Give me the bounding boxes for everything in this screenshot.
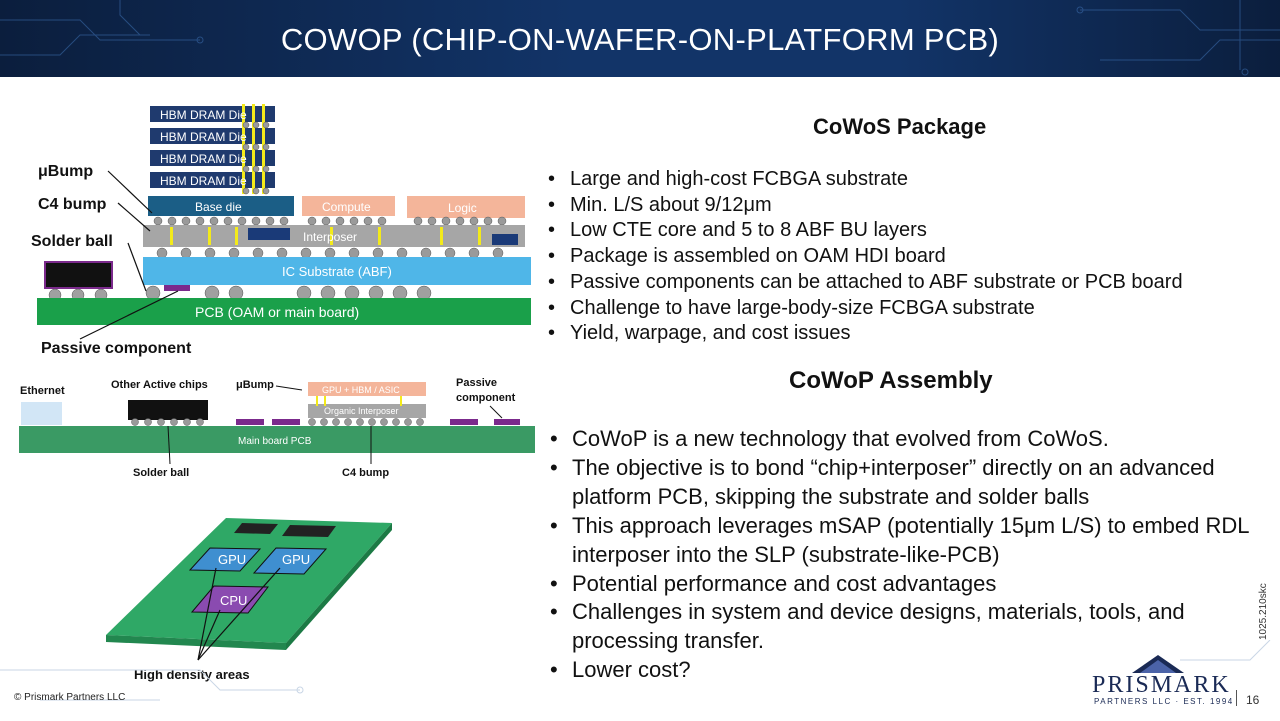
passive-callout: Passive component (41, 340, 192, 357)
passive2-label-2: component (456, 392, 516, 404)
ethernet-label: Ethernet (20, 385, 65, 397)
cowos-bullet: Yield, warpage, and cost issues (546, 321, 1246, 347)
other-active-label: Other Active chips (111, 379, 208, 391)
gpu-hbm-asic-die (308, 382, 426, 396)
compute-die (302, 196, 395, 216)
interposer-label: Interposer (303, 230, 357, 244)
prismark-logo-subtitle: PARTNERS LLC · EST. 1994 (1094, 697, 1234, 706)
hbm-label-1: HBM DRAM Die (160, 108, 247, 122)
c4-bump-row (156, 247, 504, 259)
solder-ball-callout: Solder ball (31, 233, 113, 250)
main-board-pcb (19, 426, 535, 453)
pcb-label: PCB (OAM or main board) (195, 304, 359, 320)
other-chip (44, 261, 113, 289)
organic-interposer (308, 404, 426, 418)
cowop-bullet-list: CoWoP is a new technology that evolved f… (548, 425, 1263, 685)
cowop-bullet: The objective is to bond “chip+interpose… (548, 454, 1263, 512)
cowop-bullet: Lower cost? (548, 656, 1263, 685)
hbm-label-2: HBM DRAM Die (160, 130, 247, 144)
base-die-label: Base die (195, 200, 242, 214)
gpu2-label: GPU (282, 552, 310, 567)
passive-on-substrate (164, 285, 190, 291)
high-density-label: High density areas (134, 667, 250, 682)
passive-components (236, 419, 520, 425)
cowop-bullet: CoWoP is a new technology that evolved f… (548, 425, 1263, 454)
ubump2-label: μBump (236, 379, 274, 391)
ethernet-block (21, 402, 62, 425)
interposer (143, 225, 525, 247)
logic-label: Logic (448, 201, 477, 215)
gpu-hbm-asic-label: GPU + HBM / ASIC (322, 385, 400, 395)
gpu-block-1 (188, 547, 262, 572)
ubump-row (153, 216, 507, 226)
page-title: COWOP (CHIP-ON-WAFER-ON-PLATFORM PCB) (280, 22, 1000, 57)
cowop-heading: CoWoP Assembly (789, 367, 993, 394)
logic-die (407, 196, 525, 218)
footer-circuit-pattern (0, 640, 1271, 701)
cowop-cross-section: Ethernet Other Active chips μBump GPU + … (19, 377, 535, 479)
hbm-label-3: HBM DRAM Die (160, 152, 247, 166)
copyright: © Prismark Partners LLC (14, 692, 126, 703)
document-code: 1025.210skc (1258, 583, 1269, 640)
solder-ball2-label: Solder ball (133, 467, 189, 479)
c4-bump2-label: C4 bump (342, 467, 389, 479)
gpu1-label: GPU (218, 552, 246, 567)
cowos-bullet: Large and high-cost FCBGA substrate (546, 167, 1246, 193)
cowos-bullet-list: Large and high-cost FCBGA substrate Min.… (546, 167, 1246, 347)
cowop-bullet: Potential performance and cost advantage… (548, 570, 1263, 599)
ubump-callout: μBump (38, 163, 93, 180)
compute-label: Compute (322, 200, 371, 214)
circuit-pattern (0, 0, 1280, 76)
pcb-board (37, 298, 531, 325)
cowos-cross-section: HBM DRAM Die HBM DRAM Die HBM DRAM Die H… (31, 104, 531, 357)
callout-lines (79, 170, 179, 340)
gpu-block-2 (252, 547, 328, 575)
main-board-label: Main board PCB (238, 436, 312, 447)
cowos-bullet: Passive components can be attached to AB… (546, 270, 1246, 296)
c4-bump-callout: C4 bump (38, 196, 107, 213)
bump-row-2 (131, 418, 424, 426)
cowop-bullet: This approach leverages mSAP (potentiall… (548, 512, 1263, 570)
cpu-label: CPU (220, 593, 247, 608)
hbm-stack (150, 104, 275, 195)
organic-interposer-label: Organic Interposer (324, 406, 399, 416)
ic-substrate-label: IC Substrate (ABF) (282, 264, 392, 279)
prismark-logo-icon (1132, 655, 1184, 673)
page-number: 16 (1246, 693, 1260, 707)
title-bar: COWOP (CHIP-ON-WAFER-ON-PLATFORM PCB) (0, 0, 1280, 77)
hbm-label-4: HBM DRAM Die (160, 174, 247, 188)
cowos-heading: CoWoS Package (813, 114, 987, 139)
base-die (148, 196, 294, 216)
passive2-label-1: Passive (456, 377, 497, 389)
prismark-logo: PRISMARK (1092, 672, 1231, 698)
cowos-bullet: Low CTE core and 5 to 8 ABF BU layers (546, 218, 1246, 244)
cowos-bullet: Min. L/S about 9/12μm (546, 193, 1246, 219)
cowos-bullet: Challenge to have large-body-size FCBGA … (546, 296, 1246, 322)
high-density-board: GPU GPU CPU High density areas (106, 518, 392, 682)
cowos-bullet: Package is assembled on OAM HDI board (546, 244, 1246, 270)
ic-substrate (143, 257, 531, 285)
cowop-bullet: Challenges in system and device designs,… (548, 598, 1263, 656)
other-active-chip (128, 400, 208, 420)
